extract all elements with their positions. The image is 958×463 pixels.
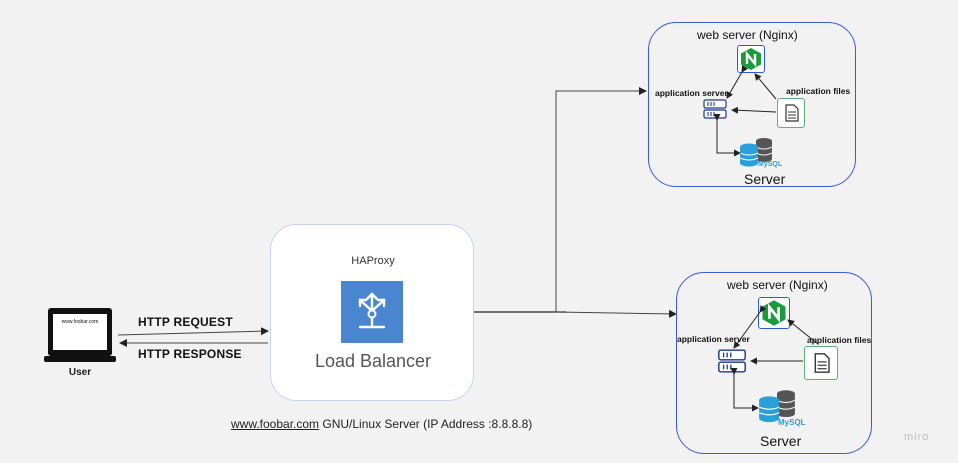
- server-1-title: web server (Nginx): [697, 28, 798, 42]
- server-1-mysql-icon: [736, 136, 776, 170]
- miro-watermark: miro: [904, 431, 930, 443]
- domain-link[interactable]: www.foobar.com: [231, 417, 320, 431]
- http-response-label: HTTP RESPONSE: [138, 347, 242, 361]
- server-2-app-server-label: application server: [677, 334, 750, 344]
- server-1-mysql-label: MySQL: [758, 161, 783, 168]
- caption-text: GNU/Linux Server (IP Address :8.8.8.8): [319, 417, 533, 431]
- haproxy-label: HAProxy: [351, 255, 395, 267]
- load-balancer-box[interactable]: HAProxy Load Balancer: [270, 224, 474, 401]
- server-2-mysql-icon: [754, 388, 800, 426]
- lb-to-server2-arrow: [555, 309, 677, 318]
- server-1-app-files-icon: [777, 98, 805, 128]
- laptop-screen-text: www.foobar.com: [61, 319, 99, 325]
- server-2-app-files-label: application files: [807, 335, 872, 345]
- server-1-label: Server: [744, 171, 786, 187]
- user-label: User: [68, 367, 92, 378]
- http-request-label: HTTP REQUEST: [138, 315, 233, 329]
- server-2-mysql-label: MySQL: [778, 418, 806, 427]
- server-caption: www.foobar.com GNU/Linux Server (IP Addr…: [231, 417, 532, 431]
- server-1-internal-arrows: [713, 65, 777, 157]
- server-2-app-files-icon: [804, 346, 838, 380]
- user-laptop-icon: [44, 306, 116, 364]
- server-2-title: web server (Nginx): [727, 278, 828, 292]
- server-1-app-server-label: application server: [655, 88, 728, 98]
- load-balancer-label: Load Balancer: [314, 351, 432, 371]
- server-2-label: Server: [760, 433, 802, 449]
- server-1-nginx-icon: [737, 45, 765, 73]
- lb-to-server1-arrow: [555, 87, 647, 312]
- http-request-arrow: [117, 327, 269, 336]
- load-balancer-icon: [341, 281, 403, 343]
- server-2-internal-arrows: [730, 305, 819, 412]
- server-1-app-files-label: application files: [786, 86, 851, 96]
